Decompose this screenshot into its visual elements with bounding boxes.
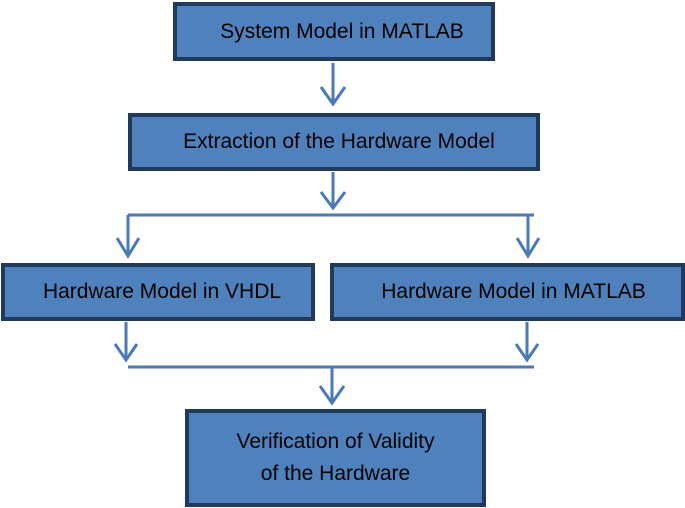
- node-label: Hardware Model in MATLAB: [381, 280, 646, 303]
- arrowhead-merge-to-verification: [318, 385, 346, 406]
- arrowhead-matlab-to-merge: [514, 343, 540, 363]
- node-label: Hardware Model in VHDL: [42, 280, 282, 303]
- arrowhead-split-to-vhdl: [115, 237, 141, 259]
- arrowhead-system-to-extraction: [319, 86, 347, 107]
- arrowhead-vhdl-to-merge: [113, 343, 139, 363]
- arrowhead-extraction-to-split: [319, 191, 347, 211]
- node-label-line2: of the Hardware: [260, 462, 411, 485]
- node-hardware-model-vhdl: Hardware Model in VHDL: [1, 263, 315, 321]
- node-label: System Model in MATLAB: [220, 19, 464, 43]
- node-label-line1: Verification of Validity: [236, 430, 435, 453]
- node-verification-validity: Verification of Validity of the Hardware: [185, 409, 486, 507]
- node-hardware-model-matlab: Hardware Model in MATLAB: [330, 263, 685, 321]
- node-system-model-matlab: System Model in MATLAB: [173, 2, 495, 61]
- node-extraction-hardware-model: Extraction of the Hardware Model: [128, 113, 540, 171]
- arrowhead-split-to-matlab: [515, 237, 541, 259]
- node-label: Extraction of the Hardware Model: [183, 130, 495, 153]
